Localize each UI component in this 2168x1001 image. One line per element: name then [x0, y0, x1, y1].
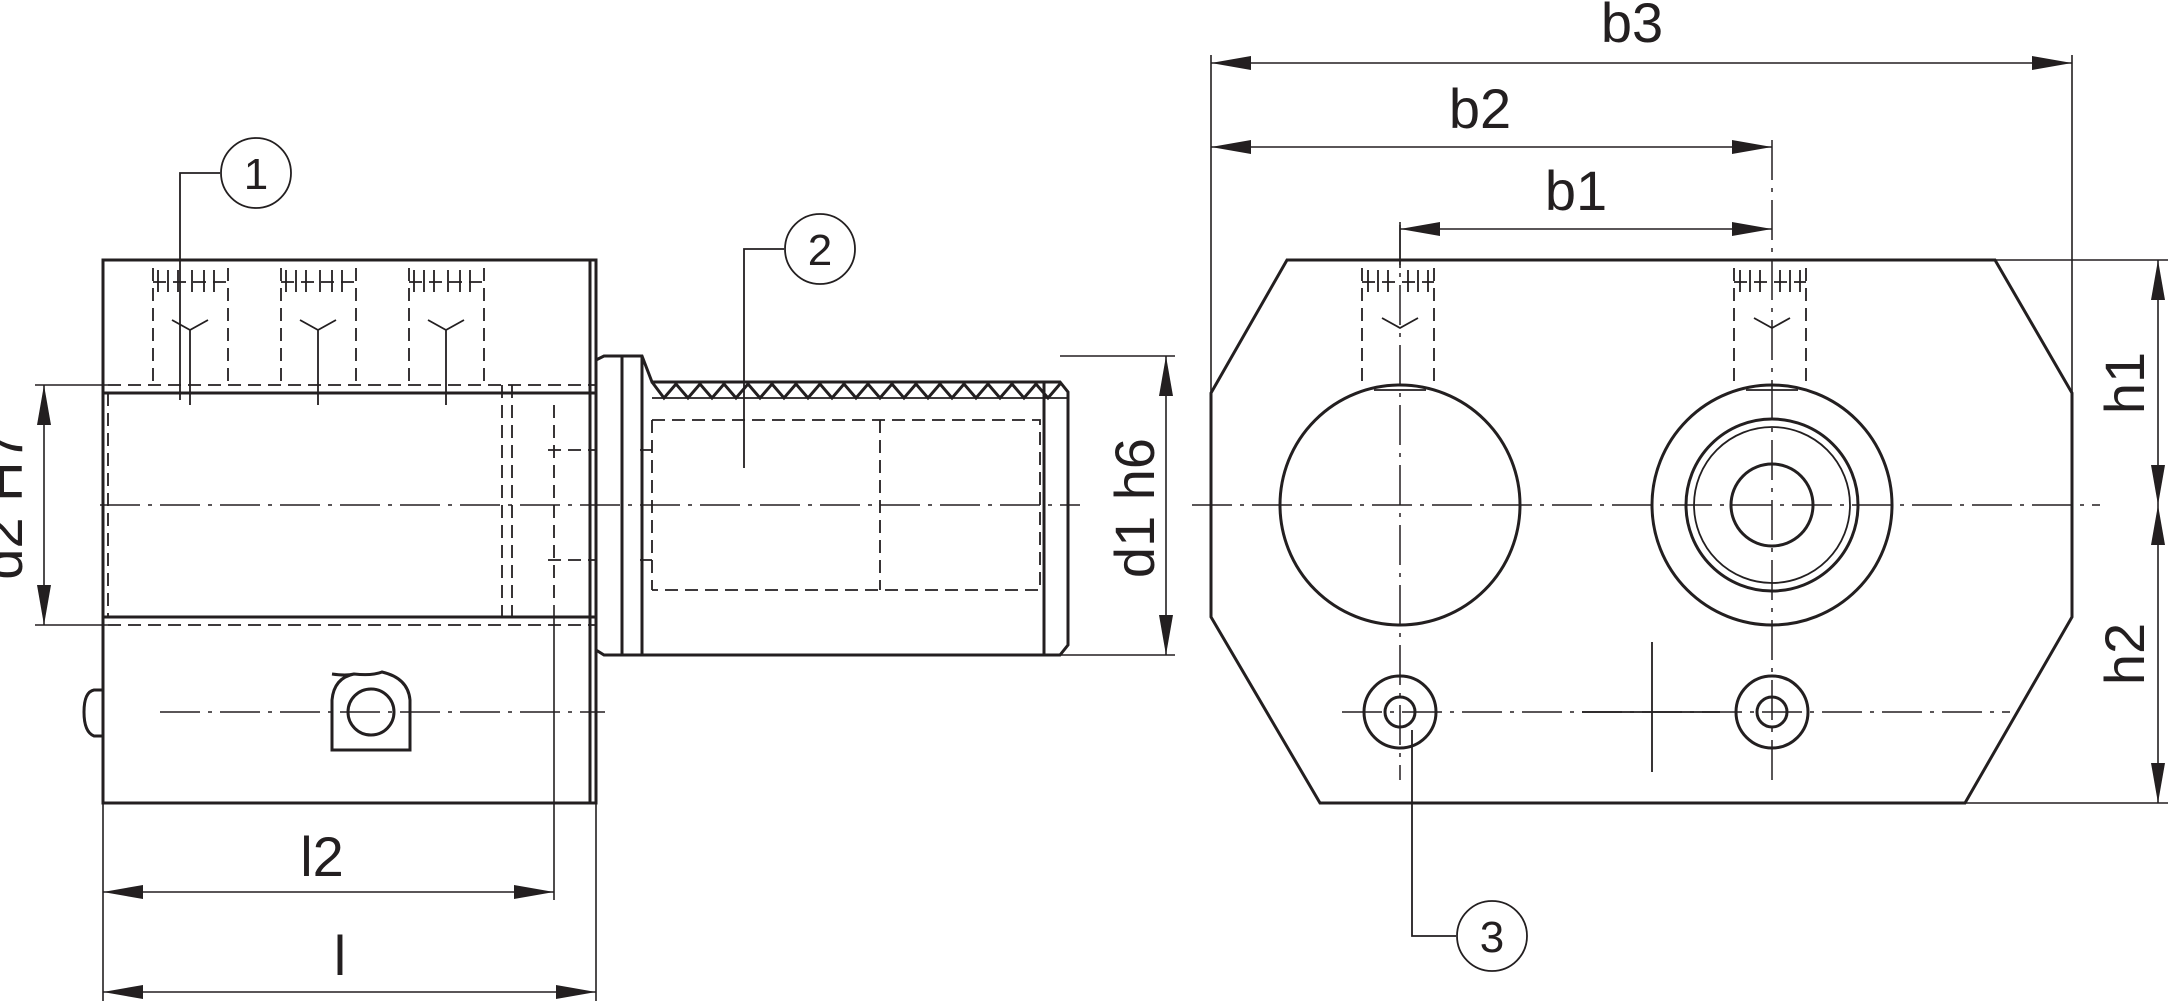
label-b1: b1 [1545, 159, 1607, 222]
screw-1-hidden [152, 268, 229, 385]
screw-1-thread [157, 270, 215, 405]
balloon-3 [1456, 900, 1528, 972]
clamping-screws [152, 268, 485, 405]
label-h1: h1 [2093, 352, 2156, 414]
front-screw-right-thread [1739, 270, 1801, 391]
label-d2: d2 H7 [0, 430, 34, 579]
b2-arrow-right [1732, 140, 1772, 154]
l2-arrow-left [103, 885, 143, 899]
screw-3-hidden [408, 268, 485, 385]
b2-arrow-left [1211, 140, 1251, 154]
front-body-outline [1209, 258, 2074, 805]
serration-teeth [650, 381, 1062, 401]
shank-neck [595, 354, 624, 657]
coolant-plug [330, 670, 412, 752]
balloon-3-number: 3 [1480, 913, 1504, 962]
balloon-1-number: 1 [244, 150, 268, 199]
b1-arrow-left [1400, 222, 1440, 236]
h1-arrow-top [2151, 260, 2165, 300]
shank-body [622, 354, 1070, 657]
balloon-2-number: 2 [808, 226, 832, 275]
holder-body [101, 258, 598, 805]
d2-arrow-bottom [37, 585, 51, 625]
balloon-1 [220, 137, 292, 209]
front-view [1192, 140, 2100, 805]
d1-arrow-top [1159, 356, 1173, 396]
balloons: 1 2 3 [179, 137, 1528, 972]
balloon-3-leader [1411, 730, 1456, 937]
front-screw-left-thread [1367, 270, 1429, 391]
screw-2-hidden [280, 268, 357, 385]
shank-inner-neck [640, 449, 652, 561]
side-view [82, 258, 1080, 805]
side-grub-screw [82, 688, 103, 738]
d2-arrow-top [37, 385, 51, 425]
b1-arrow-right [1732, 222, 1772, 236]
dimension-lines [35, 55, 2168, 1001]
label-b3: b3 [1601, 0, 1663, 54]
front-screw-right-hidden [1733, 268, 1807, 385]
h2-arrow-bottom [2151, 763, 2165, 803]
l-arrow-left [103, 985, 143, 999]
label-b2: b2 [1449, 77, 1511, 140]
label-d1: d1 h6 [1103, 438, 1166, 578]
d1-arrow-bottom [1159, 615, 1173, 655]
balloon-1-leader [179, 172, 220, 400]
h1-arrow-bottom [2151, 465, 2165, 505]
label-l2: l2 [300, 825, 344, 888]
balloon-2 [784, 213, 856, 285]
screw-2-thread [285, 270, 343, 405]
b3-arrow-right [2032, 56, 2072, 70]
front-screw-left-hidden [1361, 268, 1435, 385]
balloon-2-leader [743, 248, 784, 468]
l2-arrow-right [514, 885, 554, 899]
b3-arrow-left [1211, 56, 1251, 70]
screw-3-thread [413, 270, 471, 405]
h2-arrow-top [2151, 505, 2165, 545]
label-h2: h2 [2093, 623, 2156, 685]
label-l: l [334, 924, 346, 987]
l-arrow-right [556, 985, 596, 999]
